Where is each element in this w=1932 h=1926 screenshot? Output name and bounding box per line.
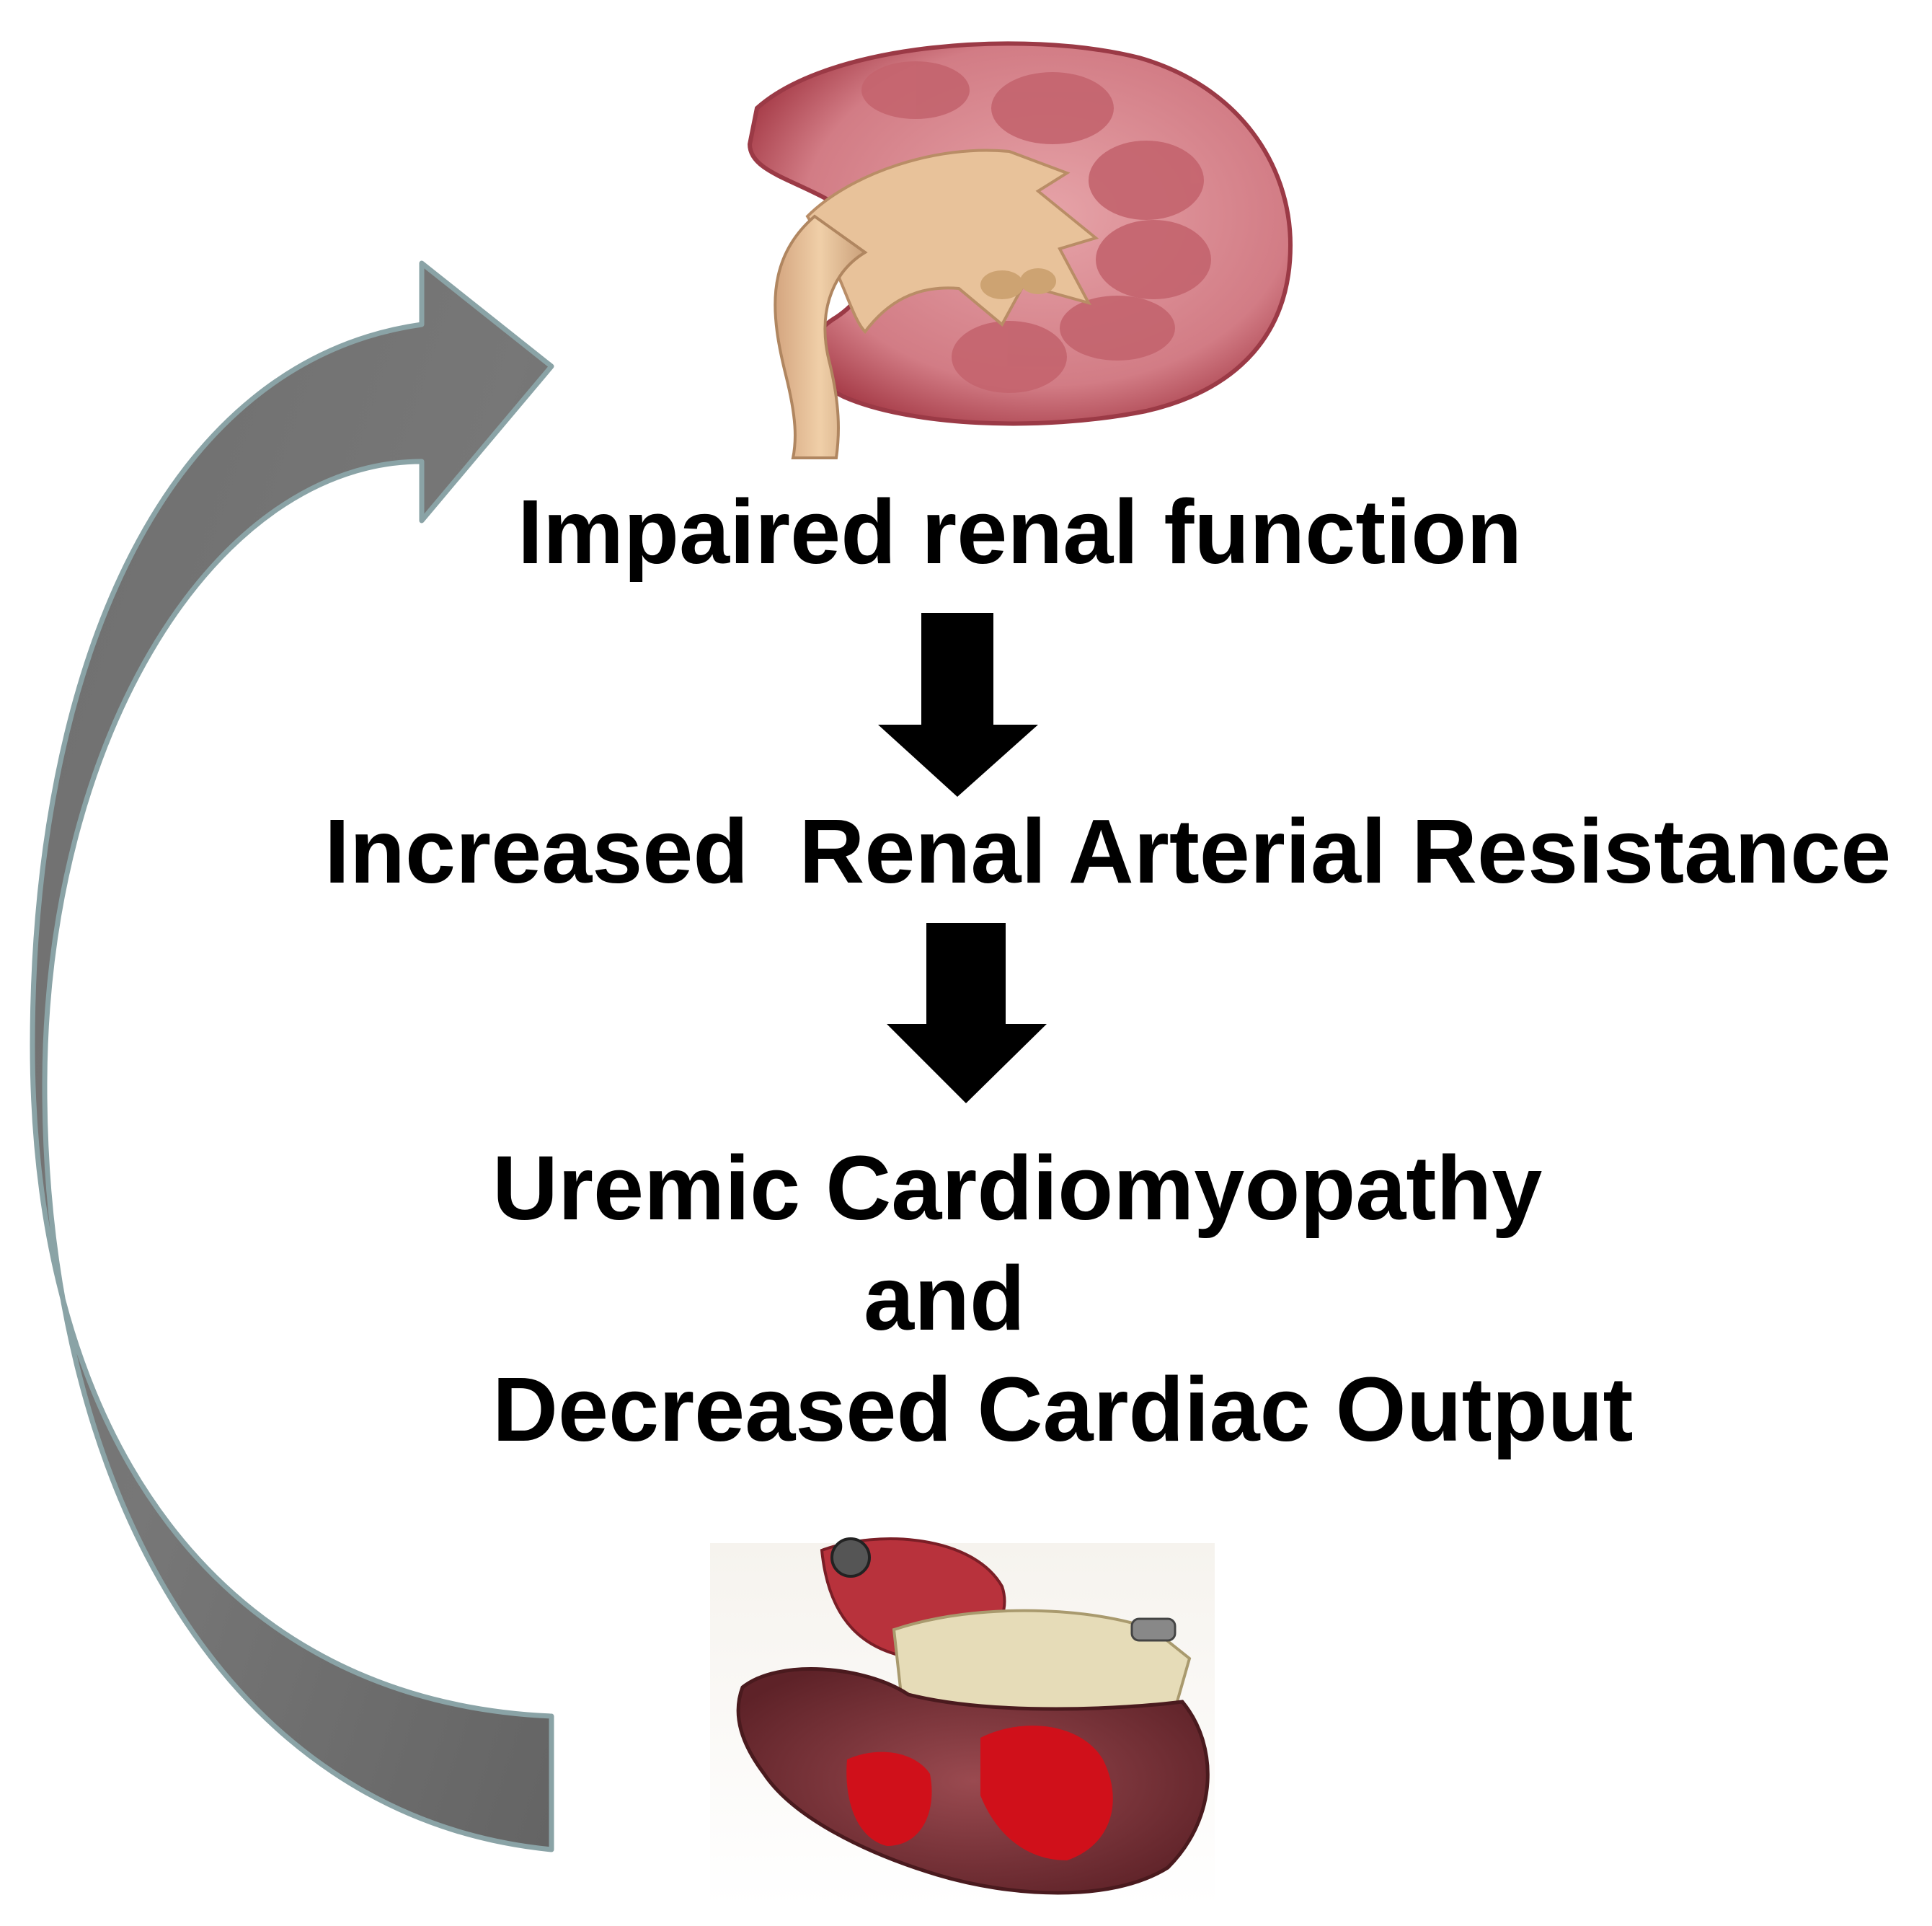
down-arrow-icon [878, 613, 1038, 797]
down-arrow-icon [887, 923, 1047, 1103]
cycle-arrow-shape [30, 260, 554, 1852]
step-label-renal-arterial-resistance: Increased Renal Arterial Resistance [324, 800, 1892, 902]
step-label-impaired-renal-function: Impaired renal function [518, 481, 1523, 583]
step-label-uremic-cardiomyopathy: Uremic Cardiomyopathy [492, 1137, 1543, 1239]
step-label-decreased-cardiac-output: Decreased Cardiac Output [492, 1359, 1634, 1460]
ureter [774, 214, 868, 459]
left-chamber [846, 1751, 932, 1846]
right-chamber [980, 1726, 1113, 1860]
kidney-pelvis [805, 149, 1099, 335]
kidney-medulla [861, 61, 1211, 393]
step-label-and: and [864, 1247, 1026, 1349]
